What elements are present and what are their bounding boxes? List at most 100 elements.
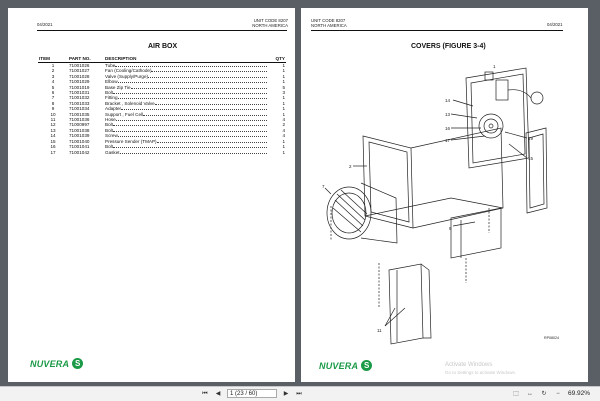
fit-page-icon[interactable]: ⬚ <box>513 391 519 397</box>
previous-page-icon[interactable]: ◀ <box>215 391 221 397</box>
item-cell: 4 <box>51 79 55 85</box>
description-text: Bolt <box>105 127 113 133</box>
last-page-icon[interactable]: ⏭ <box>296 391 302 397</box>
next-page-icon[interactable]: ▶ <box>283 391 289 397</box>
description-cell: Screw <box>104 133 270 138</box>
header-rule <box>37 30 287 31</box>
leader-dots <box>121 109 268 111</box>
description-cell: Bolt <box>104 144 270 149</box>
part-no-cell: 71001027 <box>69 68 90 74</box>
leader-dots <box>154 103 267 105</box>
qty-cell: 1 <box>282 111 285 117</box>
callout-19: 19 <box>528 136 534 141</box>
qty-cell: 4 <box>282 133 285 139</box>
description-cell: Gasket <box>104 150 270 155</box>
logo-mark-icon: S <box>361 360 373 371</box>
description-text: Screw <box>105 133 118 139</box>
part-no-cell: 71001029 <box>69 79 90 85</box>
lower-bracket <box>450 207 502 259</box>
description-cell: Fitting <box>104 95 270 100</box>
qty-cell: 5 <box>282 84 285 90</box>
leader-dots <box>115 120 267 122</box>
qty-cell: 1 <box>282 95 285 101</box>
qty-cell: 4 <box>282 127 285 133</box>
description-text: Elbow <box>105 79 118 85</box>
qty-cell: 1 <box>282 79 285 85</box>
table-row: 14 71001039 Screw 4 <box>38 133 286 138</box>
description-text: Hose <box>105 117 116 123</box>
description-cell: Bolt <box>104 128 270 133</box>
qty-cell: 1 <box>282 68 285 74</box>
leader-dots <box>112 125 267 127</box>
callout-7: 7 <box>322 184 325 189</box>
callout-11: 11 <box>377 328 382 333</box>
description-cell: Support , Fuel Cell <box>104 112 270 117</box>
callout-17: 17 <box>445 138 451 143</box>
description-cell: Base Zip Tie <box>104 85 270 90</box>
document-viewport[interactable]: 04/2021 UNIT CODE 8207 NORTH AMERICA AIR… <box>0 0 600 386</box>
description-text: Bracket , Solenoid Valve <box>105 100 155 106</box>
leader-dots <box>112 147 267 149</box>
item-cell: 9 <box>51 106 55 112</box>
description-text: Adapter <box>105 106 122 112</box>
description-cell: Adapter <box>104 106 270 111</box>
part-no-cell: 71001035 <box>69 111 90 117</box>
rotate-icon[interactable]: ↻ <box>541 391 547 397</box>
description-text: Bolt <box>105 122 113 128</box>
exploded-diagram: 14 13 16 17 2 7 19 15 11 9 1 <box>322 64 548 345</box>
part-no-cell: 71001039 <box>69 133 90 139</box>
leader-dots <box>117 136 267 138</box>
part-no-cell: 71001034 <box>69 106 90 112</box>
main-cover <box>362 135 414 229</box>
item-cell: 10 <box>50 111 56 117</box>
part-no-cell: 71001026 <box>69 63 90 68</box>
description-text: Gasket <box>105 149 120 155</box>
side-panel <box>525 127 548 214</box>
leader-dots <box>117 82 267 84</box>
item-cell: 8 <box>51 100 55 106</box>
page-left: 04/2021 UNIT CODE 8207 NORTH AMERICA AIR… <box>8 8 295 382</box>
header-rule <box>311 30 563 31</box>
part-no-cell: 71001036 <box>69 117 90 123</box>
zoom-level[interactable]: 69.92% <box>568 390 591 397</box>
watermark-title: Activate Windows <box>445 362 493 368</box>
leader-dots <box>148 76 268 78</box>
unit-code: UNIT CODE 8207 <box>253 18 288 23</box>
description-text: Bolt <box>105 90 113 96</box>
nuvera-logo: NUVERA S <box>319 360 373 371</box>
zoom-out-icon[interactable]: − <box>556 391 560 397</box>
description-text: Base Zip Tie <box>105 84 131 90</box>
page-right: UNIT CODE 8207 NORTH AMERICA 04/2021 COV… <box>301 8 588 382</box>
qty-cell: 2 <box>282 122 285 128</box>
col-item: ITEM <box>38 56 68 63</box>
description-cell: Valve (Supply/Purge) <box>104 74 270 79</box>
page-title: AIR BOX <box>148 43 178 50</box>
item-cell: 12 <box>50 122 56 128</box>
item-cell: 1 <box>51 63 55 68</box>
qty-cell: 1 <box>282 144 285 150</box>
callout-9: 9 <box>449 226 452 231</box>
fit-width-icon[interactable]: ↔ <box>527 391 533 397</box>
description-text: Pressure Sender (TMAP) <box>105 138 157 144</box>
first-page-icon[interactable]: ⏮ <box>202 391 208 397</box>
watermark-subtitle: Go to Settings to activate Windows. <box>445 370 517 375</box>
item-cell: 13 <box>50 127 56 133</box>
page-number-field[interactable]: 1 (23 / 60) <box>227 389 277 398</box>
qty-cell: 1 <box>282 100 285 106</box>
figure-code: RP08024 <box>544 336 559 340</box>
description-cell: Bolt <box>104 90 270 95</box>
qty-cell: 1 <box>282 63 285 68</box>
item-cell: 14 <box>50 133 56 139</box>
fan-grill <box>326 186 372 240</box>
col-qty: QTY <box>270 56 286 63</box>
qty-cell: 1 <box>282 106 285 112</box>
pdf-toolbar: ⏮ ◀ 1 (23 / 60) ▶ ⏭ ⬚ ↔ ↻ − 69.92% <box>0 386 600 401</box>
part-no-cell: 71001040 <box>69 138 90 144</box>
